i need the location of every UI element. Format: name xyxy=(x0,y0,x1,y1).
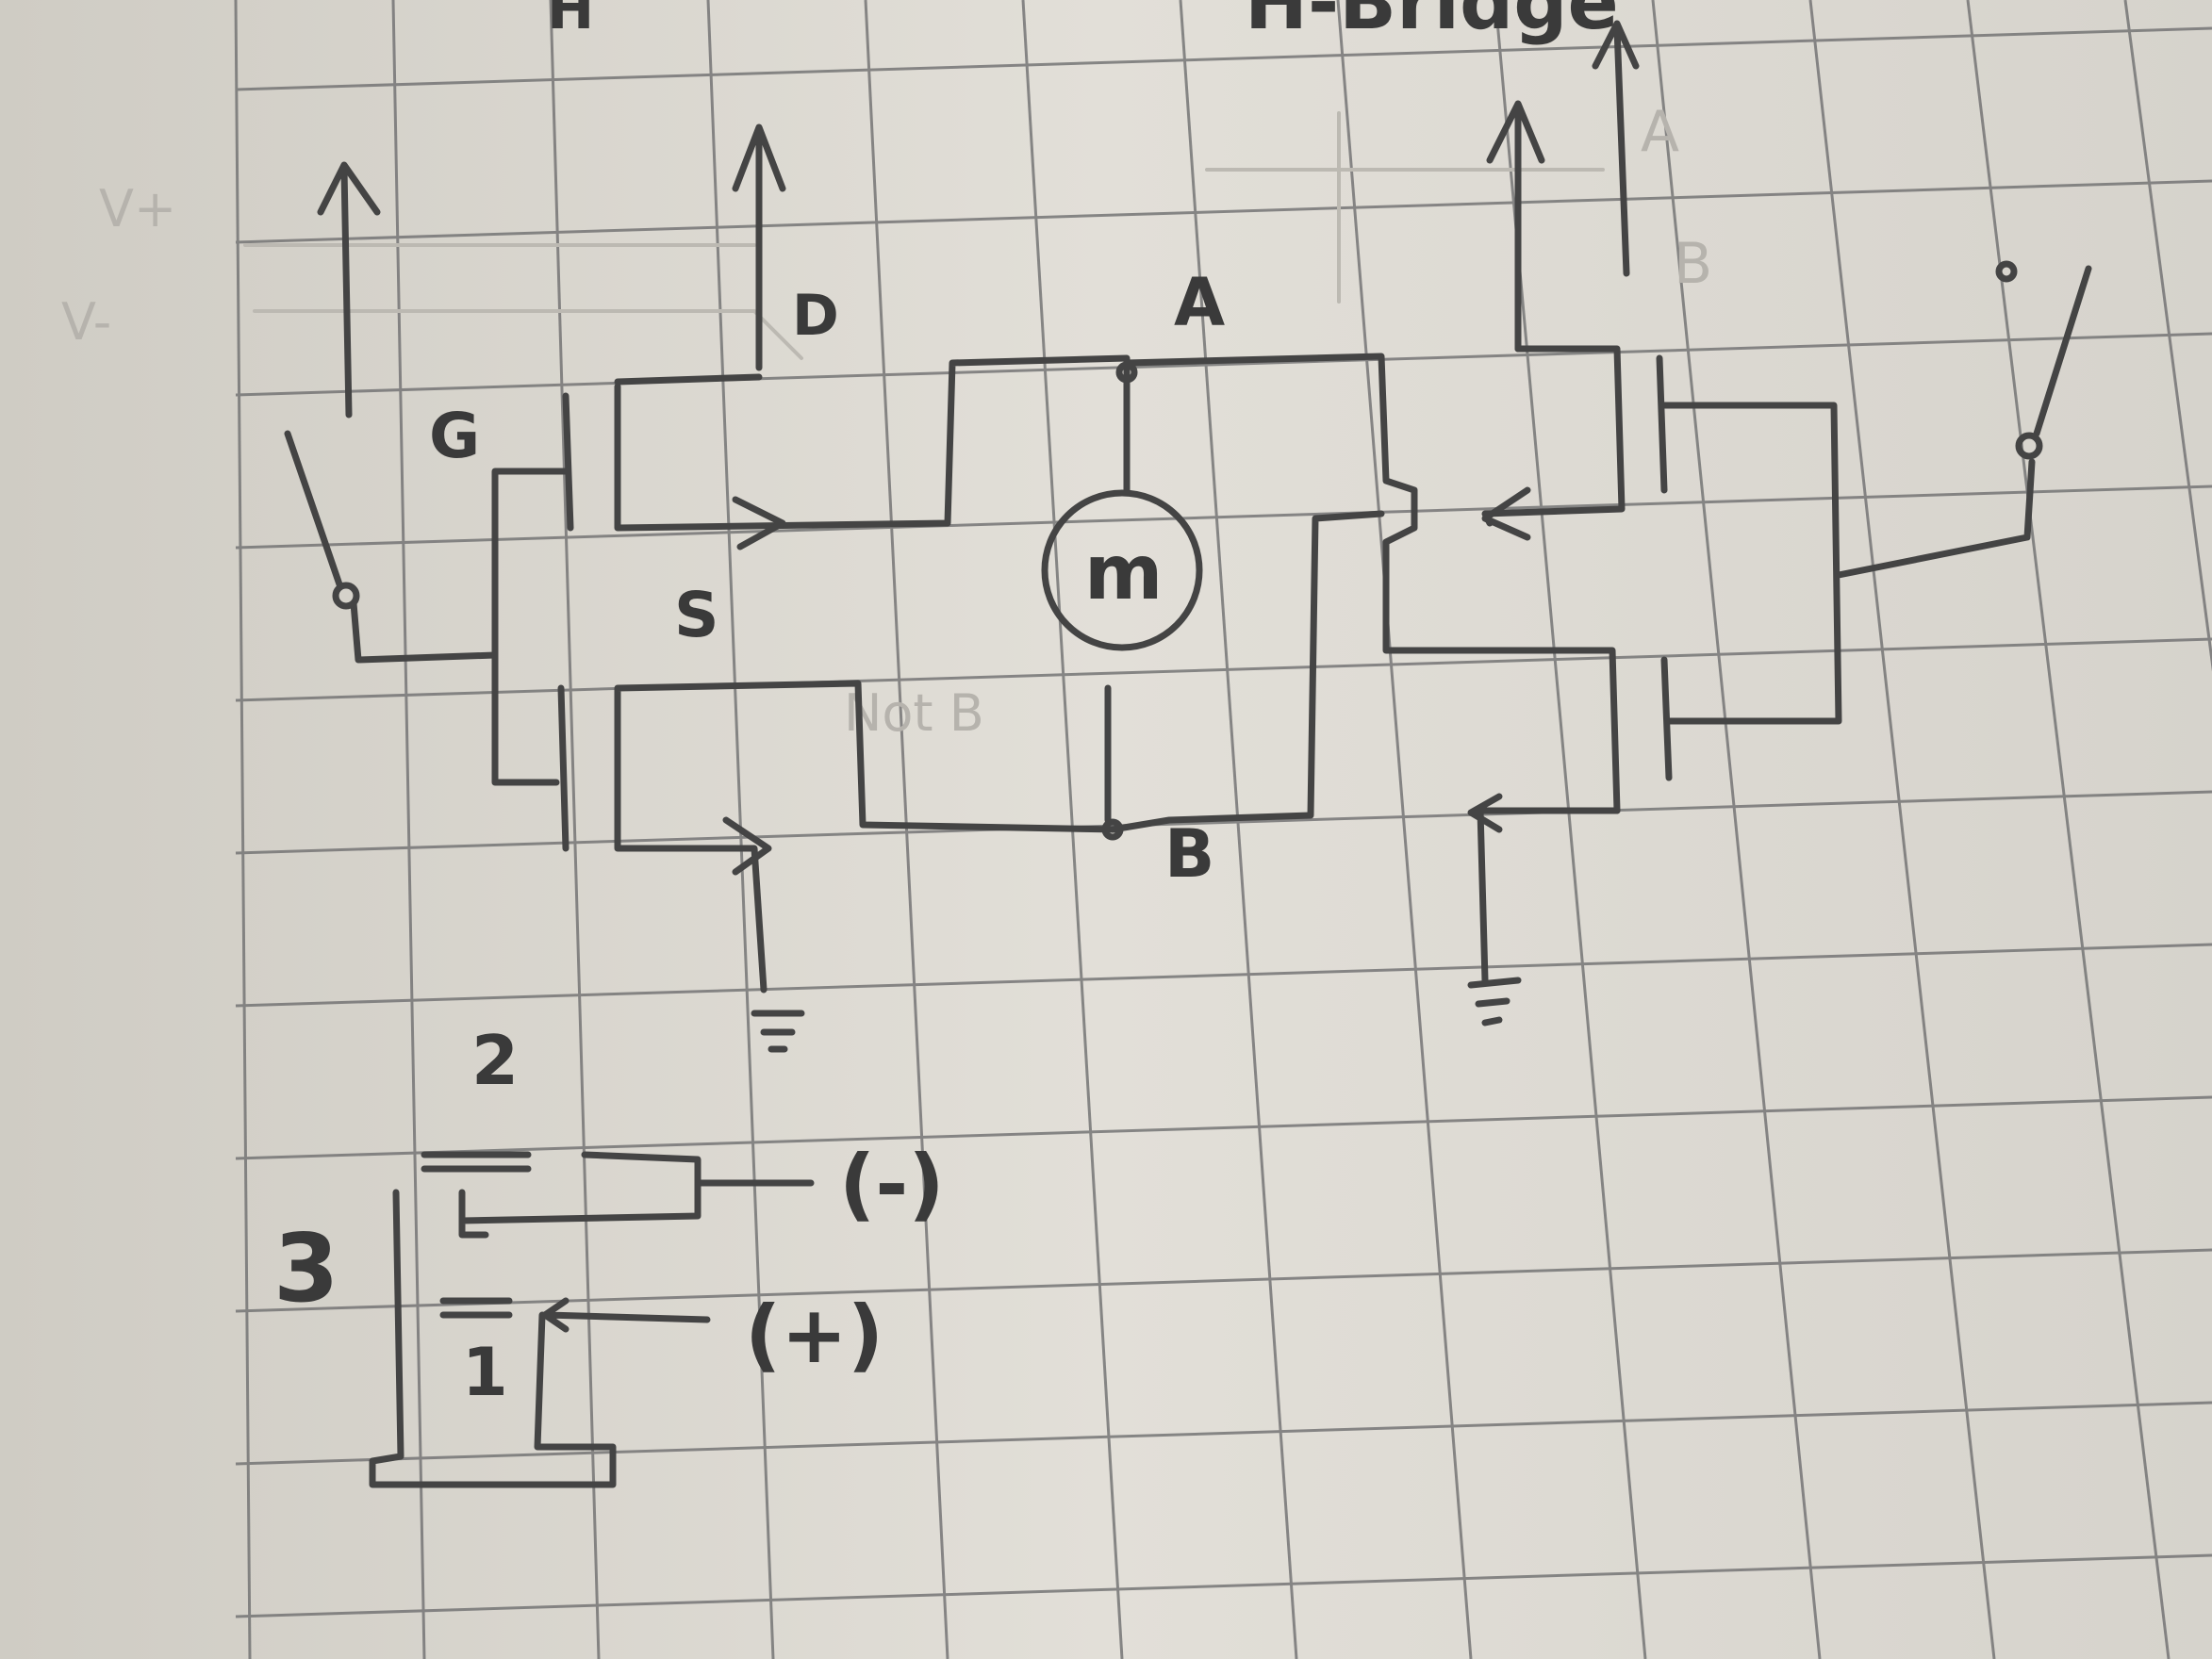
motor xyxy=(1041,489,1203,651)
grid-line-horizontal xyxy=(235,1553,2212,1618)
pinout-plus-lead xyxy=(541,1297,711,1333)
switch-right xyxy=(2033,265,2092,437)
ground-left xyxy=(751,1010,805,1053)
pin-3-label: 3 xyxy=(273,1213,339,1323)
drain-label: D xyxy=(792,283,839,349)
grid-line-vertical xyxy=(2123,0,2212,672)
grid-line-horizontal xyxy=(235,943,2212,1008)
faint-sketch-lines xyxy=(243,111,1605,360)
pinout-minus-lead xyxy=(458,1151,815,1239)
node-a-label: A xyxy=(1174,264,1225,341)
transistor-upper-right-gate-plate xyxy=(1656,354,1668,494)
switch-right-pivot xyxy=(2015,432,2043,460)
grid-line-vertical xyxy=(391,0,426,1659)
grid-line-horizontal xyxy=(235,179,2212,244)
supply-arrow-left xyxy=(317,161,381,419)
faint-note-v-minus: V- xyxy=(61,292,111,352)
switch-left xyxy=(284,430,499,664)
gate-label: G xyxy=(429,400,480,472)
grid-line-vertical xyxy=(1808,0,1996,1659)
source-label: S xyxy=(674,579,719,651)
grid-line-horizontal xyxy=(235,637,2212,702)
pinout-sketch: 2 3 1 (-) (+) xyxy=(273,1021,945,1488)
grid-line-vertical xyxy=(234,0,252,1659)
grid-line-vertical xyxy=(1179,0,1298,1659)
switch-left-pivot xyxy=(332,582,360,610)
motor-label: m xyxy=(1084,529,1163,616)
source-arrow-upper-right xyxy=(1481,486,1531,541)
grid-line-vertical xyxy=(549,0,601,1659)
grid-line-horizontal xyxy=(235,26,2212,91)
pin-2-label: 2 xyxy=(471,1021,519,1100)
transistor-upper-left-drain xyxy=(614,373,763,386)
faint-note-b: B xyxy=(1674,231,1712,297)
gate-bus-left xyxy=(491,468,570,786)
minus-terminal-label: (-) xyxy=(839,1138,945,1230)
gate-bus-right xyxy=(1660,402,2036,725)
grid-line-horizontal xyxy=(235,1401,2212,1466)
diagram-title: H-Bridge xyxy=(1245,0,1619,46)
pinout-body xyxy=(369,1151,617,1488)
grid-line-vertical xyxy=(864,0,949,1659)
grid-line-horizontal xyxy=(235,1095,2212,1160)
plus-terminal-label: (+) xyxy=(745,1289,883,1381)
transistor-lower-left-channel xyxy=(614,680,1121,994)
faint-note-not-b: Not B xyxy=(844,683,984,743)
ground-right xyxy=(1467,977,1522,1027)
supply-arrow-right xyxy=(1592,20,1640,277)
wire-a-right xyxy=(1123,353,1621,814)
node-b-label: B xyxy=(1164,815,1214,893)
supply-arrow-high-side-left xyxy=(732,123,786,371)
faint-note-v-plus: V+ xyxy=(99,179,176,238)
source-arrow-lower-right xyxy=(1467,793,1503,833)
switch-right-contact xyxy=(1995,260,2018,283)
grid-line-horizontal xyxy=(235,485,2212,550)
pin-1-label: 1 xyxy=(462,1334,508,1411)
source-arrow-lower-left xyxy=(722,816,772,876)
grid-line-vertical xyxy=(1651,0,1822,1659)
supply-arrow-high-side-right xyxy=(1486,100,1545,353)
faint-note-a: A xyxy=(1641,99,1679,165)
wire-b-right xyxy=(1109,510,1385,833)
transistor-lower-right-gate-plate xyxy=(1660,656,1673,781)
grid-line-vertical xyxy=(1336,0,1473,1659)
transistor-lower-left-gate-plate xyxy=(557,684,570,852)
source-arrow-upper-left xyxy=(732,496,786,550)
transistor-upper-left-gate-plate xyxy=(562,392,574,532)
grid-line-horizontal xyxy=(235,332,2212,397)
title-left-fragment: H xyxy=(547,0,594,42)
